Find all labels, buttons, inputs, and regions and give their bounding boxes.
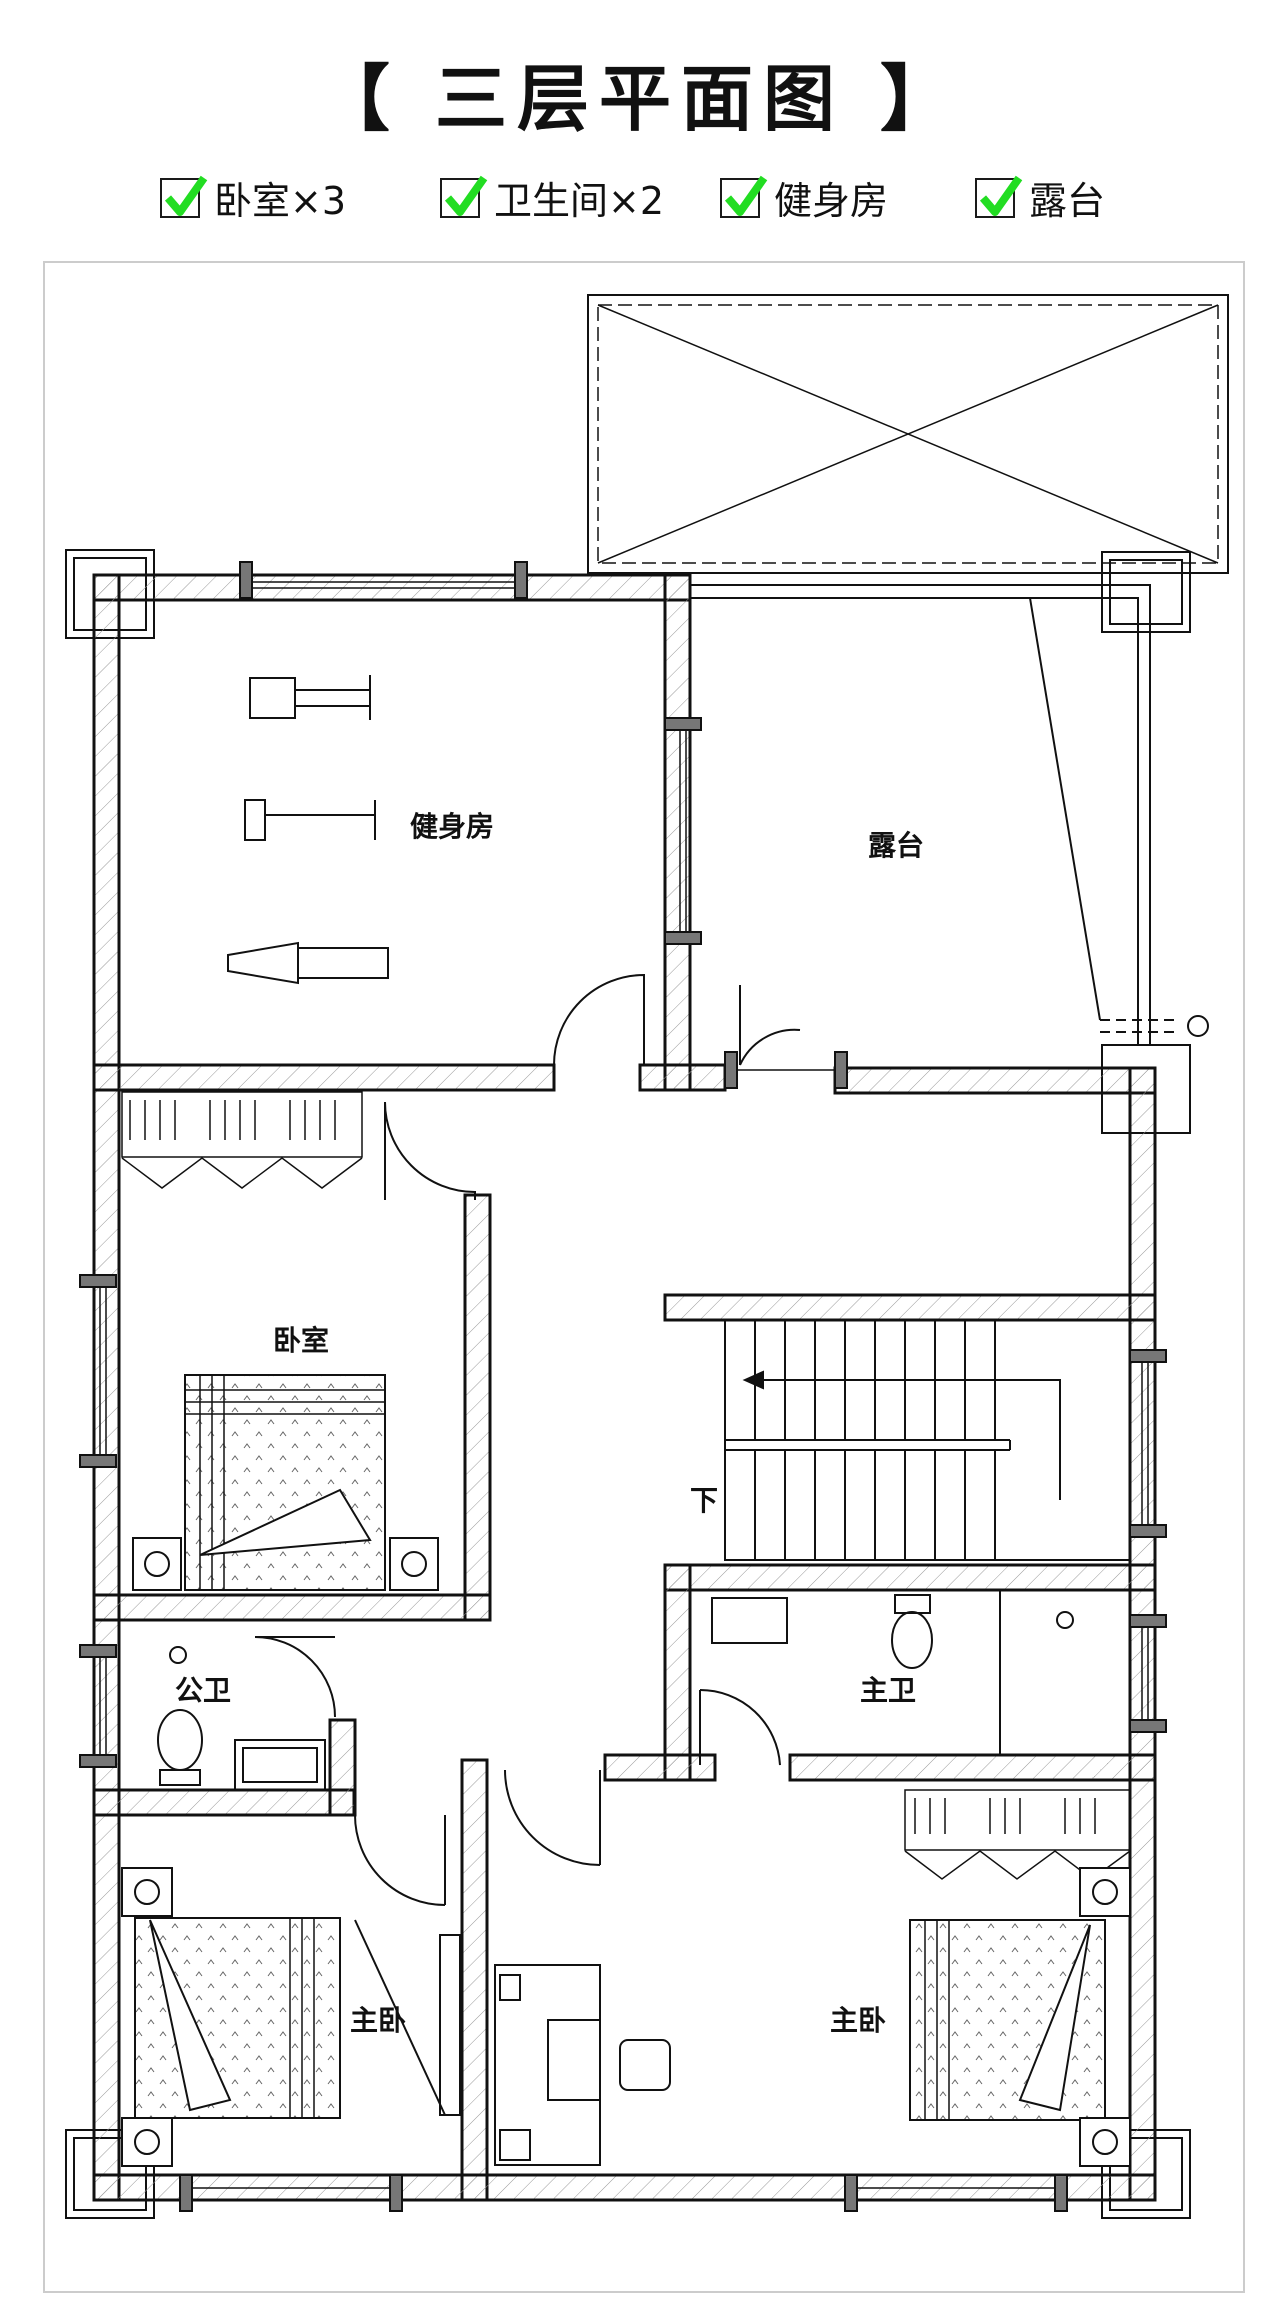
- canopy: [587, 294, 1229, 574]
- window-glass: [99, 581, 1149, 2189]
- checkmark-icon: [975, 175, 1023, 218]
- windows: [79, 561, 1167, 2212]
- legend-item-terrace: 露台: [975, 170, 1105, 225]
- checkmark-icon: [160, 175, 208, 218]
- room-label-master-bed-right: 主卧: [830, 2004, 886, 2037]
- stairs-down-label: 下: [690, 1484, 718, 1517]
- drawing-frame: [43, 261, 1245, 2293]
- room-label-terrace: 露台: [868, 829, 924, 862]
- doors: [254, 973, 801, 1906]
- legend-label: 卧室×3: [214, 179, 347, 223]
- legend-item-gym: 健身房: [720, 170, 888, 225]
- room-label-master-bed-left: 主卧: [350, 2004, 406, 2037]
- bath-fixtures: [157, 1590, 1074, 1791]
- staircase: [724, 1319, 1131, 1561]
- room-label-bedroom: 卧室: [273, 1324, 329, 1357]
- study-desk: [354, 1919, 671, 2166]
- legend-label: 露台: [1029, 179, 1106, 223]
- wardrobes: [121, 1091, 1131, 1880]
- walls: [92, 573, 1157, 2202]
- page-title: 【 三层平面图 】: [317, 57, 963, 141]
- room-label-master-bath: 主卫: [860, 1674, 916, 1707]
- legend-item-bathroom: 卫生间×2: [440, 170, 664, 225]
- legend-label: 卫生间×2: [494, 179, 665, 223]
- room-label-gym: 健身房: [410, 810, 494, 843]
- legend-label: 健身房: [774, 179, 889, 223]
- checkmark-icon: [440, 175, 488, 218]
- room-label-public-bath: 公卫: [175, 1674, 231, 1707]
- checkmark-icon: [720, 175, 768, 218]
- gym-equipment: [227, 675, 389, 985]
- beds: [121, 1374, 1131, 2167]
- terrace-parapet: [690, 584, 1209, 1045]
- legend-item-bedroom: 卧室×3: [160, 170, 346, 225]
